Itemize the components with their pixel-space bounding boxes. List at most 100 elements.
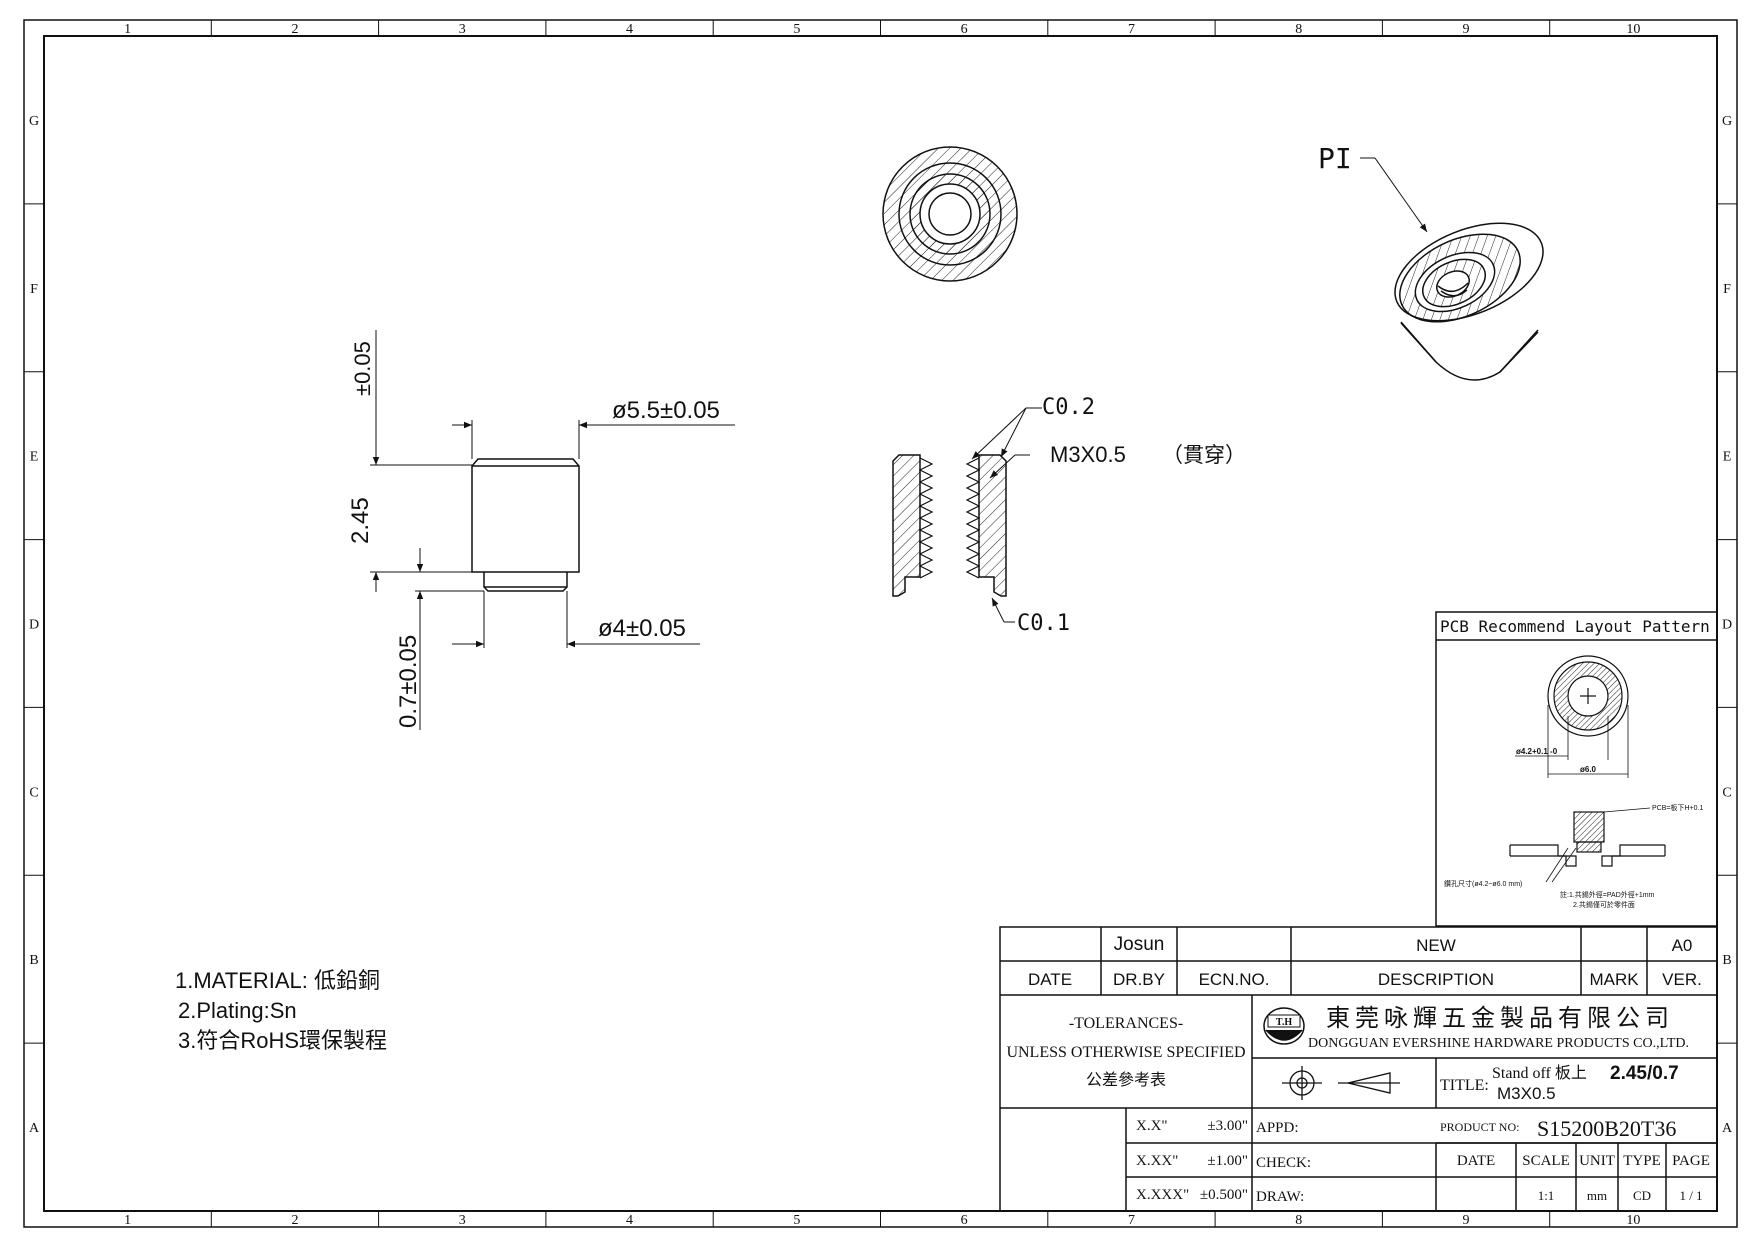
type-value: CD	[1633, 1188, 1651, 1203]
note-material: 1.MATERIAL: 低鉛銅	[175, 968, 380, 993]
check-label: CHECK:	[1256, 1155, 1311, 1171]
tolerances-title: -TOLERANCES-	[1069, 1015, 1183, 1032]
scale-row: DATE SCALE UNIT TYPE PAGE 1:1 mm CD 1 / …	[1457, 1153, 1710, 1203]
column-label: 4	[626, 1213, 633, 1228]
header-mark: MARK	[1589, 970, 1639, 989]
column-label: 1	[124, 22, 131, 37]
column-label: 3	[459, 22, 466, 37]
row-label: B	[1722, 953, 1731, 968]
tolerances-subtitle: UNLESS OTHERWISE SPECIFIED	[1006, 1044, 1245, 1061]
column-label: 4	[626, 22, 633, 37]
header-ver: VER.	[1662, 970, 1702, 989]
column-label: 3	[459, 1213, 466, 1228]
pcb-hole-dim: ø4.2+0.1 -0	[1516, 747, 1558, 756]
tolerances-cn: 公差參考表	[1086, 1071, 1166, 1089]
header-drby: DR.BY	[1113, 970, 1165, 989]
column-label: 10	[1626, 22, 1640, 37]
unit-value: mm	[1587, 1188, 1607, 1203]
note-plating: 2.Plating:Sn	[178, 998, 297, 1023]
side-view-dim-text: ±0.05 ø5.5±0.05 2.45 0.7±0.05 ø4±0.05	[347, 341, 720, 728]
col-page: PAGE	[1672, 1153, 1710, 1169]
column-label: 8	[1295, 22, 1302, 37]
thread-label: M3X0.5	[1050, 442, 1126, 467]
col-type: TYPE	[1623, 1153, 1661, 1169]
designer-name: Josun	[1114, 934, 1165, 955]
appd-label: APPD:	[1256, 1120, 1299, 1136]
dim-outer-diameter: ø5.5±0.05	[612, 397, 720, 424]
row-ticks	[24, 203, 1737, 1044]
row-label: A	[1722, 1121, 1733, 1136]
tol-format-3: X.XXX"	[1136, 1187, 1189, 1203]
page-value: 1 / 1	[1679, 1188, 1702, 1203]
tol-value-2: ±1.00"	[1207, 1153, 1248, 1169]
pi-label: PI	[1318, 142, 1352, 175]
column-label: 5	[793, 1213, 800, 1228]
top-view	[882, 146, 1018, 282]
column-label: 7	[1128, 1213, 1135, 1228]
tolerances-block: -TOLERANCES- UNLESS OTHERWISE SPECIFIED …	[1006, 1015, 1248, 1203]
column-label: 5	[793, 22, 800, 37]
row-label: D	[1722, 618, 1732, 633]
side-view-dims	[370, 330, 735, 730]
tol-value-1: ±3.00"	[1207, 1118, 1248, 1134]
row-label: E	[30, 450, 39, 465]
header-description: DESCRIPTION	[1378, 970, 1494, 989]
dim-height: 2.45	[347, 497, 374, 544]
tol-format-2: X.XX"	[1136, 1153, 1178, 1169]
isometric-view	[1394, 222, 1544, 381]
column-label: 6	[961, 1213, 968, 1228]
row-label: G	[29, 114, 39, 129]
title-field: TITLE: Stand off 板上 2.45/0.7 M3X0.5	[1440, 1063, 1679, 1103]
pcb-drill-label: 鑽孔尺寸(ø4.2~ø6.0 mm)	[1444, 879, 1522, 888]
row-label: E	[1723, 450, 1732, 465]
company-logo	[1263, 1007, 1305, 1045]
tol-format-1: X.X"	[1136, 1118, 1168, 1134]
pcb-thickness-label: PCB=板下H+0.1	[1652, 803, 1703, 812]
title-block-grid	[999, 926, 1718, 1212]
column-label: 2	[291, 1213, 298, 1228]
revision-description: NEW	[1416, 936, 1456, 955]
company-name-en: DONGGUAN EVERSHINE HARDWARE PRODUCTS CO.…	[1308, 1036, 1689, 1051]
title-line-2: M3X0.5	[1497, 1084, 1556, 1103]
pcb-pad-dim: ø6.0	[1580, 765, 1597, 774]
row-label: F	[30, 282, 38, 297]
row-label: G	[1722, 114, 1732, 129]
column-label: 10	[1626, 1213, 1640, 1228]
column-label: 8	[1295, 1213, 1302, 1228]
column-label: 2	[291, 22, 298, 37]
column-label: 7	[1128, 22, 1135, 37]
title-line-1: Stand off 板上	[1492, 1064, 1587, 1082]
revision-mark: A0	[1672, 936, 1693, 955]
row-label: A	[29, 1121, 40, 1136]
product-no-label: PRODUCT NO:	[1440, 1120, 1519, 1134]
col-unit: UNIT	[1579, 1153, 1615, 1169]
dim-pilot-diameter: ø4±0.05	[598, 615, 686, 642]
note-rohs: 3.符合RoHS環保製程	[178, 1028, 387, 1053]
col-date: DATE	[1457, 1153, 1495, 1169]
material-notes: 1.MATERIAL: 低鉛銅 2.Plating:Sn 3.符合RoHS環保製…	[175, 968, 387, 1053]
pcb-note-2: 2.共錫僅可於零件面	[1573, 900, 1635, 909]
projection-symbol-icon	[1282, 1066, 1400, 1100]
side-view	[471, 458, 580, 592]
pcb-section	[1509, 807, 1666, 883]
chamfer-bottom-label: C0.1	[1017, 611, 1070, 636]
row-label: D	[29, 618, 39, 633]
product-field: PRODUCT NO: S15200B20T36	[1440, 1116, 1676, 1141]
pi-leader	[1360, 157, 1428, 233]
draw-label: DRAW:	[1256, 1189, 1304, 1205]
dim-top-tolerance: ±0.05	[350, 341, 375, 396]
pcb-layout-box	[1435, 611, 1718, 927]
header-ecn: ECN.NO.	[1199, 970, 1270, 989]
section-text: C0.2 M3X0.5 （貫穿） C0.1	[1017, 395, 1246, 636]
row-label: C	[1722, 785, 1731, 800]
approval-fields: APPD: CHECK: DRAW:	[1256, 1120, 1311, 1205]
product-no: S15200B20T36	[1537, 1116, 1676, 1141]
section-view	[892, 454, 1007, 597]
header-date: DATE	[1028, 970, 1072, 989]
column-ticks	[210, 20, 1551, 1227]
company-logo-text: T.H	[1276, 1017, 1292, 1028]
title-block-text: Josun NEW A0 DATE DR.BY ECN.NO. DESCRIPT…	[1028, 934, 1702, 989]
